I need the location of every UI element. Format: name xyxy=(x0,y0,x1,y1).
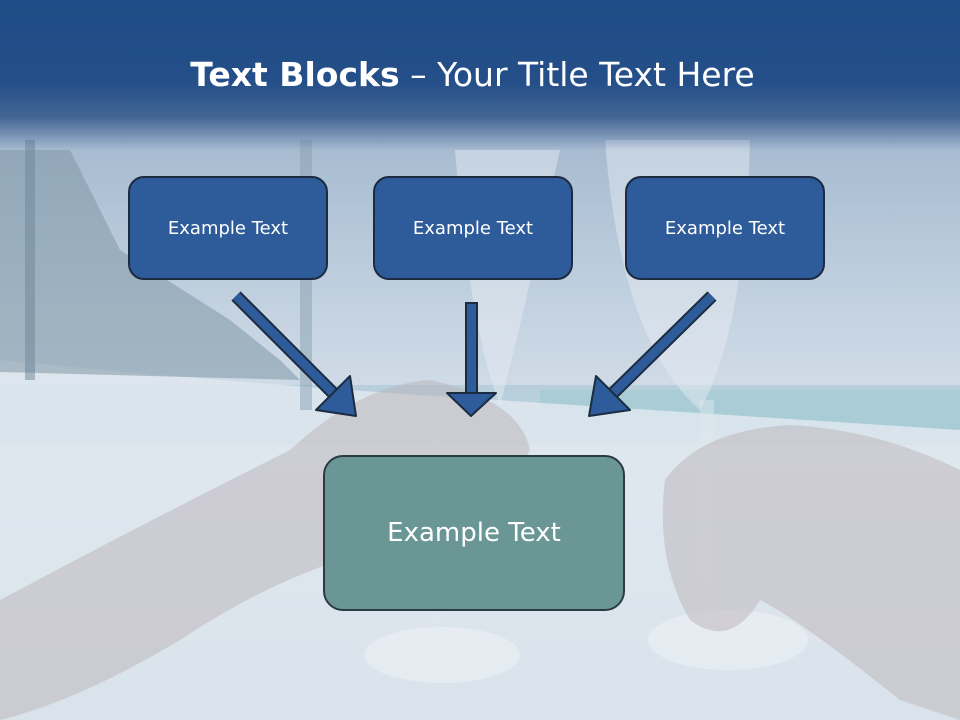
arrow-right-diagonal xyxy=(588,291,717,417)
text-block-bottom[interactable]: Example Text xyxy=(323,455,625,611)
text-block-left[interactable]: Example Text xyxy=(128,176,328,280)
slide-title: Text Blocks – Your Title Text Here xyxy=(0,52,945,98)
arrow-center-down xyxy=(446,302,497,417)
title-bold-text: Text Blocks xyxy=(190,55,400,94)
title-rest-text: Your Title Text Here xyxy=(437,55,755,94)
title-bar xyxy=(0,0,960,150)
text-block-center[interactable]: Example Text xyxy=(373,176,573,280)
title-dash: – xyxy=(399,55,438,94)
arrow-left-diagonal xyxy=(231,291,357,417)
text-block-right[interactable]: Example Text xyxy=(625,176,825,280)
